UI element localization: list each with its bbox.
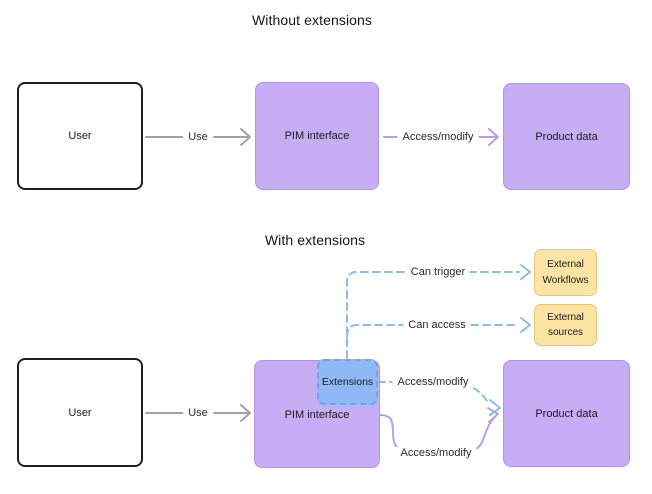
edge-label-use-top: Use xyxy=(183,131,213,143)
edge-label-access-modify-pim: Access/modify xyxy=(395,447,477,459)
node-external-workflows: External Workflows xyxy=(534,249,597,296)
edge-can-access-line xyxy=(346,324,520,338)
node-product-data-top: Product data xyxy=(503,83,630,190)
edge-can-trigger-line xyxy=(346,271,520,359)
node-user-top: User xyxy=(17,82,143,190)
edge-access-arrowhead-top xyxy=(488,128,499,146)
node-user-bottom: User xyxy=(17,358,143,467)
edge-label-access-modify-extensions: Access/modify xyxy=(392,376,474,388)
edge-label-can-access: Can access xyxy=(403,319,471,331)
section-title-with-extensions: With extensions xyxy=(264,232,366,248)
node-extensions: Extensions xyxy=(317,359,378,405)
edge-access-pim-arrowhead xyxy=(487,407,499,423)
node-pim-interface-top: PIM interface xyxy=(255,82,379,190)
edge-label-use-bottom: Use xyxy=(183,407,213,419)
section-title-without-extensions: Without extensions xyxy=(251,12,373,28)
edge-use-arrowhead-bottom xyxy=(240,404,251,422)
edge-can-access-arrowhead xyxy=(520,317,531,333)
node-external-sources: External sources xyxy=(534,304,597,346)
node-pim-interface-bottom: PIM interface xyxy=(254,360,380,468)
edge-access-extensions-arrowhead xyxy=(489,399,501,416)
edge-label-access-modify-top: Access/modify xyxy=(397,131,479,143)
edge-use-arrowhead-top xyxy=(240,128,251,146)
edge-label-can-trigger: Can trigger xyxy=(405,266,471,278)
node-product-data-bottom: Product data xyxy=(503,360,630,467)
edge-can-trigger-arrowhead xyxy=(520,264,531,280)
